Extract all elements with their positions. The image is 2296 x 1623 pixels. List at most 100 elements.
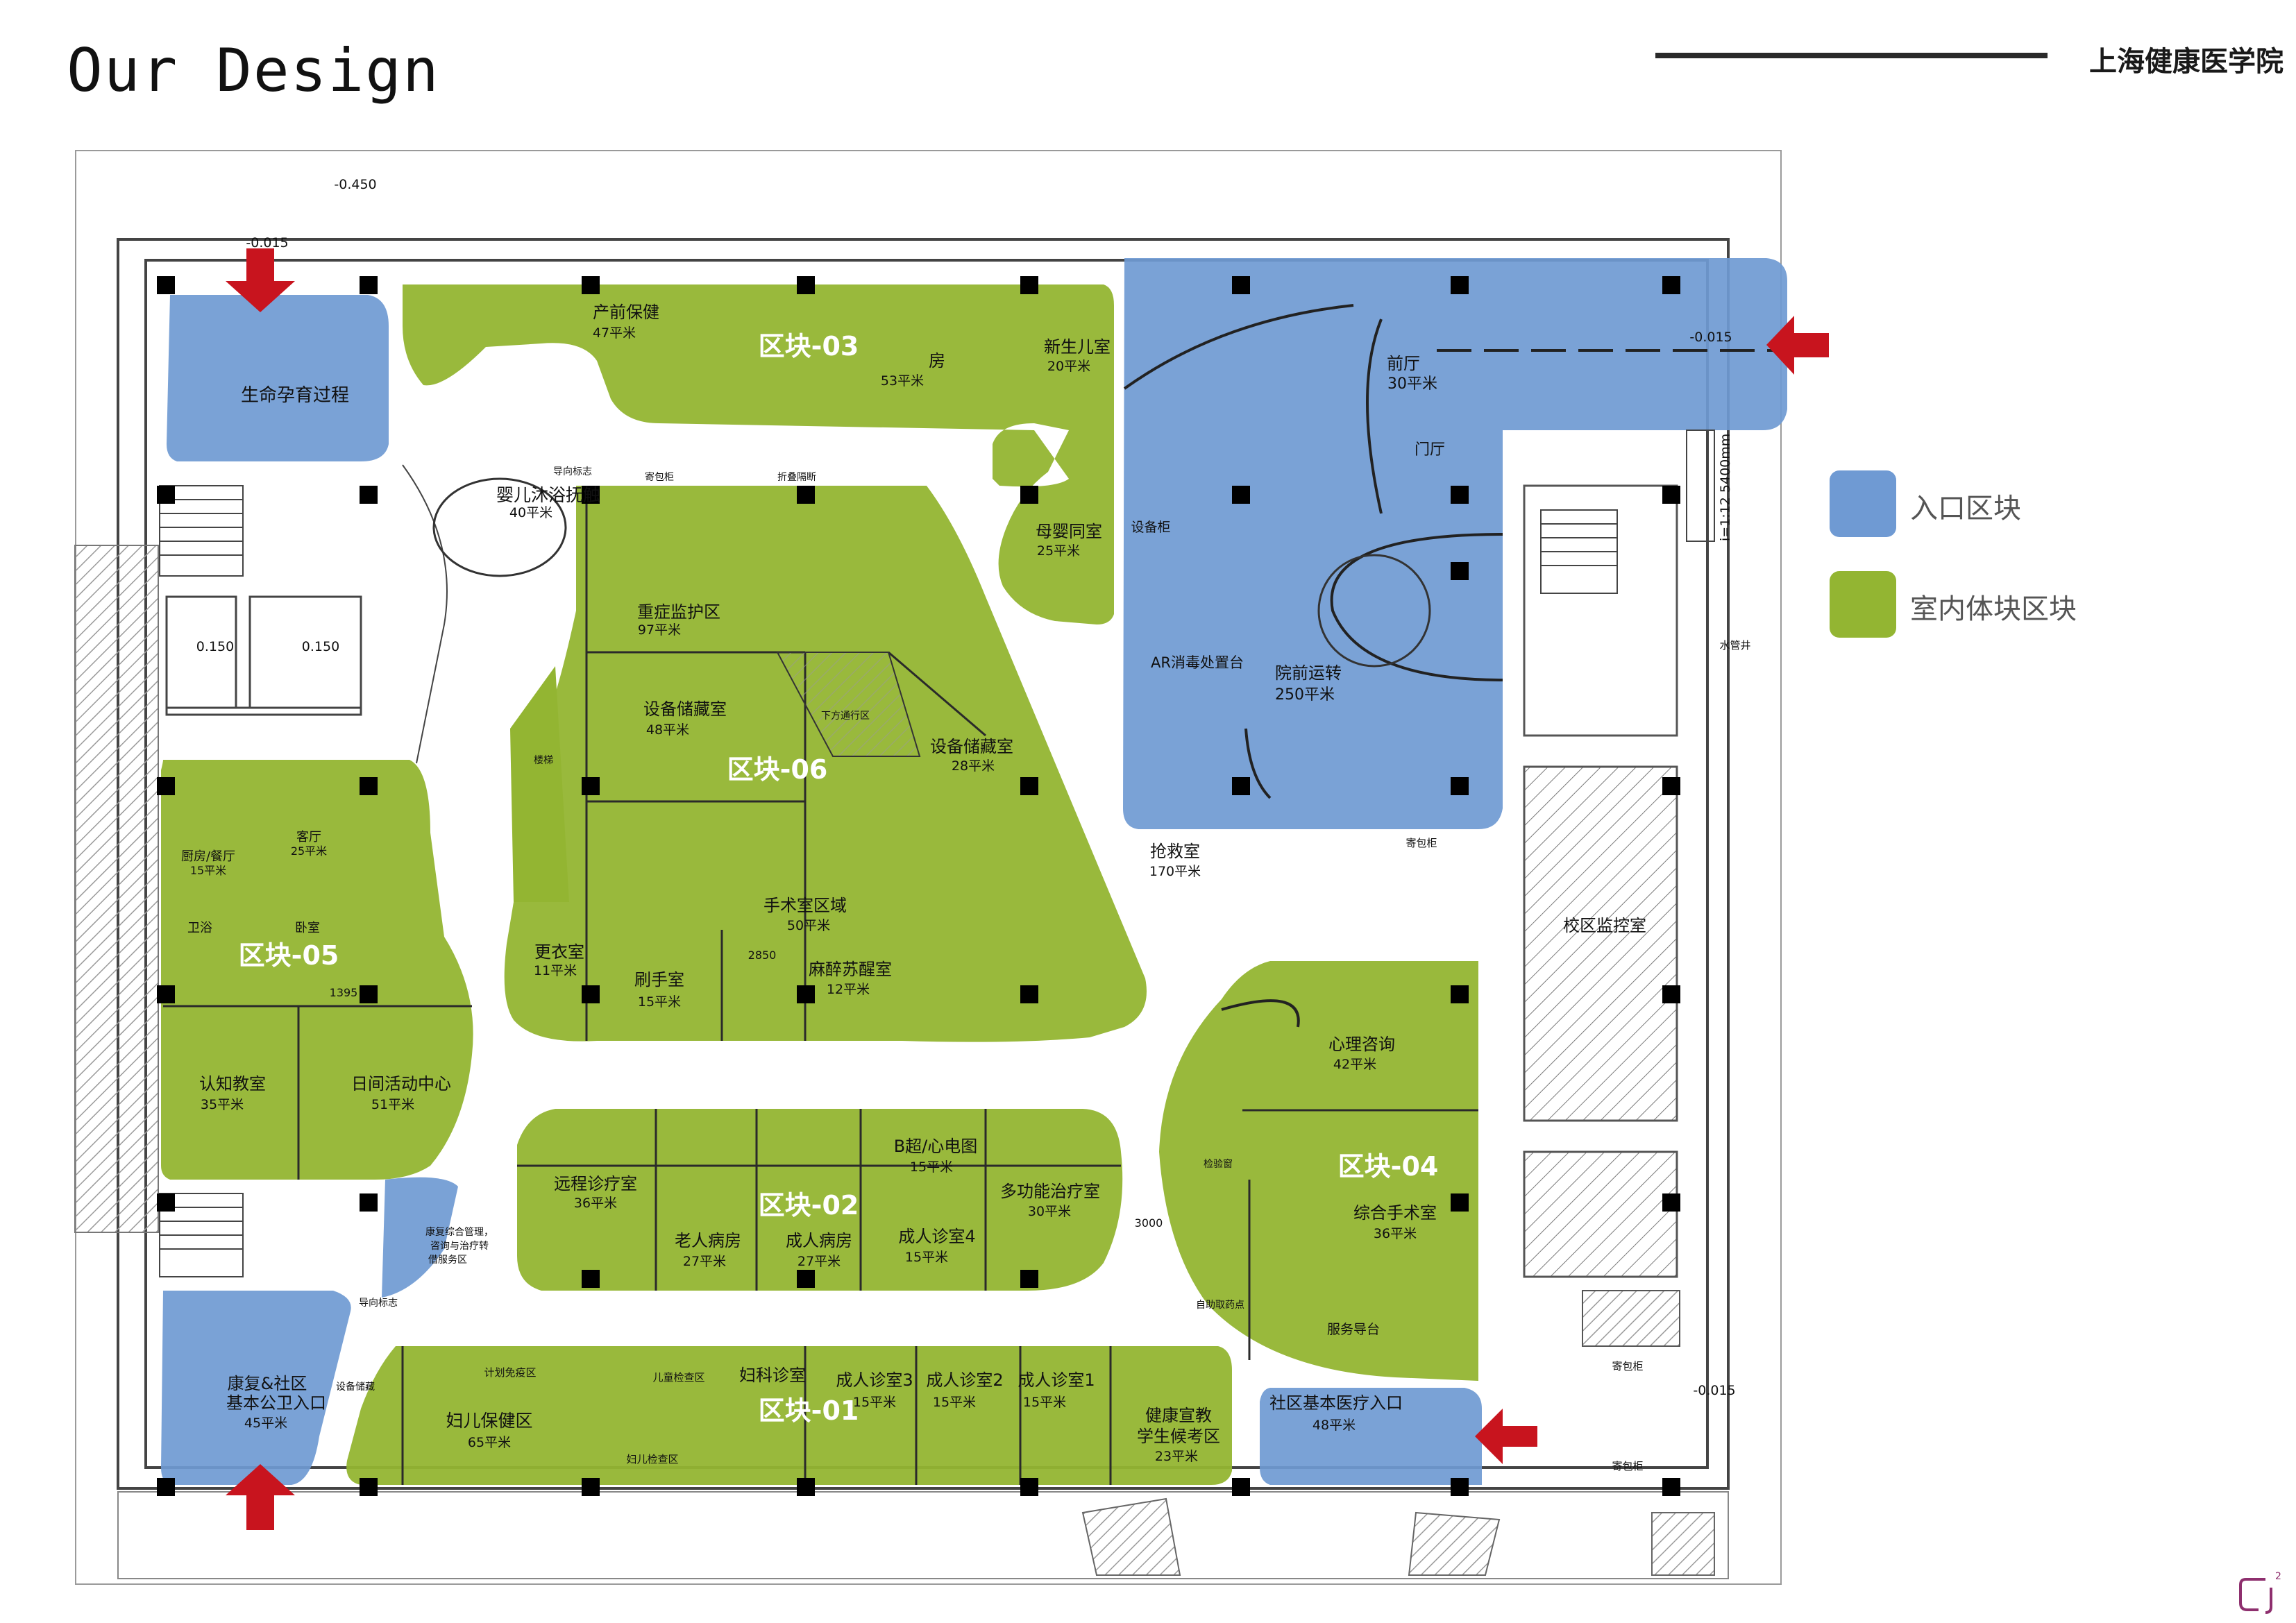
level-6: 0.150 xyxy=(302,639,339,654)
room-fuerjiancha: 妇儿检查区 xyxy=(626,1453,678,1465)
room-shebei-dai: 设备储藏 xyxy=(336,1381,375,1393)
stair-ramp-block06 xyxy=(510,666,569,902)
block-05 xyxy=(161,760,473,1180)
room-jiankang-area: 23平米 xyxy=(1155,1449,1198,1464)
hatched-bottom-right xyxy=(1582,1290,1680,1347)
room-chengren2-area: 15平米 xyxy=(933,1395,976,1410)
room-jiuzhen: 检验窗 xyxy=(1204,1158,1233,1170)
room-xinsheng-area: 20平米 xyxy=(1047,359,1090,374)
entry-block-topright xyxy=(1123,258,1787,829)
room-rijian: 日间活动中心 xyxy=(351,1074,451,1094)
room-zhongzheng: 重症监护区 xyxy=(637,602,720,622)
room-xinli-area: 42平米 xyxy=(1333,1057,1376,1072)
block-04 xyxy=(1159,961,1478,1381)
room-shebei2: 设备储藏室 xyxy=(930,737,1013,756)
room-fang: 房 xyxy=(929,351,945,371)
room-fuer: 妇儿保健区 xyxy=(446,1411,532,1431)
room-rijian-area: 51平米 xyxy=(371,1097,414,1112)
entry-block-community xyxy=(1260,1388,1482,1485)
room-qiangjiu-area: 170平米 xyxy=(1149,864,1201,879)
bottom-debris xyxy=(1081,1497,1715,1576)
legend-label-entry: 入口区块 xyxy=(1910,493,2021,525)
stairs-bottom-left xyxy=(159,1193,244,1277)
hatched-control-room xyxy=(1523,765,1678,1122)
legend-swatch-entry xyxy=(1830,470,1896,537)
room-daoxiang: 导向标志 xyxy=(553,466,592,477)
room-yuanqian-area: 250平米 xyxy=(1275,686,1335,704)
room-shuashou: 刷手室 xyxy=(634,970,684,989)
level-3: -0.015 xyxy=(1689,330,1732,345)
room-xiaoqu: 校区监控室 xyxy=(1563,916,1646,935)
room-bchao-area: 15平米 xyxy=(910,1159,953,1175)
room-mazui-area: 12平米 xyxy=(827,982,870,997)
room-shoushu: 手术室区域 xyxy=(763,896,847,915)
room-zonghe: 综合手术室 xyxy=(1353,1203,1437,1223)
room-chengren-bf: 成人病房 xyxy=(786,1231,852,1250)
room-shuashou-area: 15平米 xyxy=(638,994,681,1010)
structural-columns xyxy=(157,276,1680,1496)
room-chengren4: 成人诊室4 xyxy=(898,1227,975,1246)
room-fuke: 妇科诊室 xyxy=(739,1366,806,1385)
room-qianting-area: 30平米 xyxy=(1387,375,1437,393)
room-louti: 楼梯 xyxy=(534,755,553,766)
room-jicun2: 寄包柜 xyxy=(1406,837,1437,849)
room-renzhi-area: 35平米 xyxy=(201,1097,244,1112)
room-ertong: 儿童检查区 xyxy=(652,1371,704,1384)
room-kangfu: 康复&社区 xyxy=(228,1374,307,1393)
level-5: 0.150 xyxy=(196,639,234,654)
room-mazui: 麻醉苏醒室 xyxy=(809,960,892,979)
room-chengren4-area: 15平米 xyxy=(905,1250,948,1265)
header-rule xyxy=(1655,53,2048,58)
block-01 xyxy=(346,1346,1233,1485)
block-label-04: 区块-04 xyxy=(1338,1151,1439,1182)
room-shequ: 社区基本医疗入口 xyxy=(1269,1393,1403,1413)
room-kangfuzonghe: 康复综合管理， xyxy=(425,1226,493,1238)
room-chengren-bf-area: 27平米 xyxy=(797,1254,841,1269)
room-yuanqian: 院前运转 xyxy=(1275,663,1342,683)
room-jiankang: 健康宣教 xyxy=(1145,1406,1212,1425)
room-ar: AR消毒处置台 xyxy=(1151,654,1244,671)
hatched-wc xyxy=(1523,484,1678,737)
entry-block-topleft xyxy=(167,295,389,461)
room-zhedie: 折叠隔断 xyxy=(777,472,816,483)
dim-3: 1395 xyxy=(330,986,358,999)
block-02 xyxy=(517,1109,1123,1291)
room-shoushu-area: 50平米 xyxy=(787,918,830,933)
room-shebei1: 设备储藏室 xyxy=(643,699,727,719)
room-xinli: 心理咨询 xyxy=(1328,1035,1395,1054)
dim-1: 2850 xyxy=(748,949,777,962)
legend-label-indoor: 室内体块区块 xyxy=(1910,593,2077,625)
interior-walls xyxy=(163,486,1478,1485)
room-chufang-area: 15平米 xyxy=(190,864,226,877)
room-gengyi-area: 11平米 xyxy=(534,963,577,978)
hatched-wall-left xyxy=(74,545,159,1233)
room-qiangjiu: 抢救室 xyxy=(1150,842,1200,861)
room-shequ-area: 48平米 xyxy=(1312,1418,1356,1433)
room-shengming: 生命孕育过程 xyxy=(241,385,349,406)
room-duogongneng-area: 30平米 xyxy=(1028,1204,1071,1219)
level-4: -0.015 xyxy=(1693,1383,1735,1398)
room-muying: 母婴同室 xyxy=(1036,522,1102,541)
room-chanqian-area: 47平米 xyxy=(593,325,636,341)
room-xiafang: 下方通行区 xyxy=(821,711,870,722)
room-shebei1-area: 48平米 xyxy=(646,722,689,738)
room-chengren3: 成人诊室3 xyxy=(836,1370,913,1390)
room-keting-area: 25平米 xyxy=(291,844,327,858)
room-xinsheng: 新生儿室 xyxy=(1044,337,1111,357)
legend-swatch-indoor xyxy=(1830,571,1896,638)
block-label-03: 区块-03 xyxy=(759,331,859,362)
room-labels: 生命孕育过程 产前保健 47平米 房 53平米 新生儿室 20平米 前厅 30平… xyxy=(181,177,1751,1472)
room-jicun1: 寄包柜 xyxy=(645,471,674,483)
room-jihua: 计划免疫区 xyxy=(484,1366,536,1379)
room-kangfu2: 基本公卫入口 xyxy=(226,1393,326,1413)
room-muying-area: 25平米 xyxy=(1037,543,1080,559)
block-06 xyxy=(504,486,1147,1042)
passage-area xyxy=(776,652,921,757)
room-yinger-area: 40平米 xyxy=(509,505,552,520)
room-jicun3: 寄包柜 xyxy=(1612,1360,1643,1373)
room-shebei2-area: 28平米 xyxy=(952,758,995,774)
reception-curve xyxy=(1317,554,1431,668)
block-label-05: 区块-05 xyxy=(239,940,339,971)
room-laoren: 老人病房 xyxy=(675,1231,741,1250)
